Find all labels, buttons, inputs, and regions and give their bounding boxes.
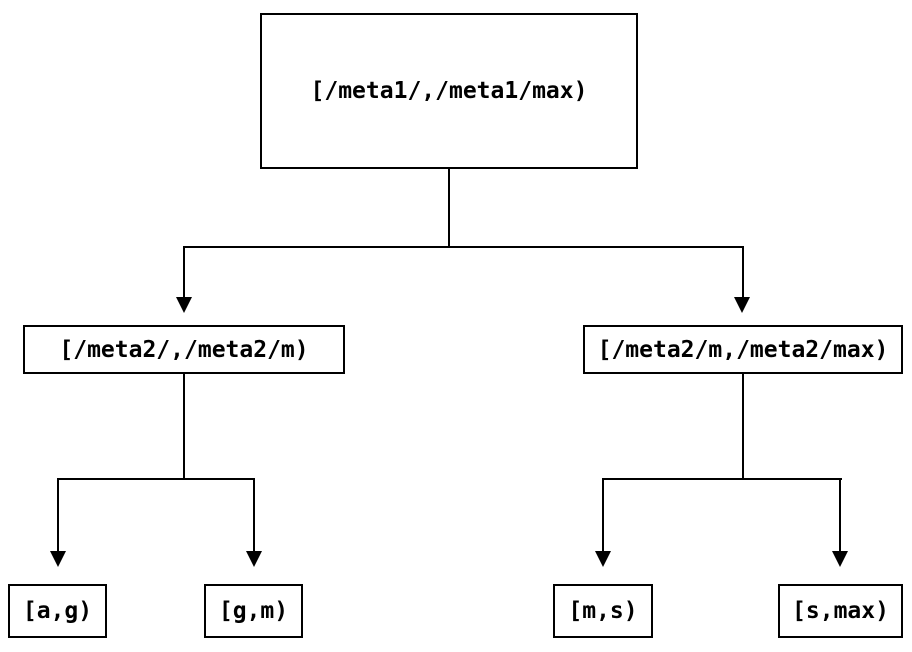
arrowhead-down-icon [50, 551, 66, 567]
edge-root-midright-drop-line [742, 246, 744, 298]
edge-midleft-ag-drop-line [57, 478, 59, 552]
arrowhead-down-icon [734, 297, 750, 313]
edge-midleft-gm-drop-line [253, 478, 255, 552]
arrowhead-down-icon [595, 551, 611, 567]
edge-root-midleft-drop-line [183, 246, 185, 298]
edge-midleft-bar-line [57, 478, 255, 480]
node-leaf-smax: [s,max) [778, 584, 903, 638]
node-leaf-gm: [g,m) [204, 584, 303, 638]
node-leaf-ms: [m,s) [553, 584, 653, 638]
edge-midright-stem-line [742, 374, 744, 480]
arrowhead-down-icon [246, 551, 262, 567]
edge-midright-ms-drop-line [602, 478, 604, 552]
node-meta2-left: [/meta2/,/meta2/m) [23, 325, 345, 374]
edge-midright-bar-line [602, 478, 842, 480]
edge-midright-smax-drop-line [839, 478, 841, 552]
node-leaf-ag: [a,g) [8, 584, 107, 638]
node-meta2-right: [/meta2/m,/meta2/max) [583, 325, 903, 374]
arrowhead-down-icon [176, 297, 192, 313]
edge-level1-bar-line [183, 246, 744, 248]
node-root: [/meta1/,/meta1/max) [260, 13, 638, 169]
edge-root-stem-line [448, 169, 450, 247]
arrowhead-down-icon [832, 551, 848, 567]
edge-midleft-stem-line [183, 374, 185, 480]
